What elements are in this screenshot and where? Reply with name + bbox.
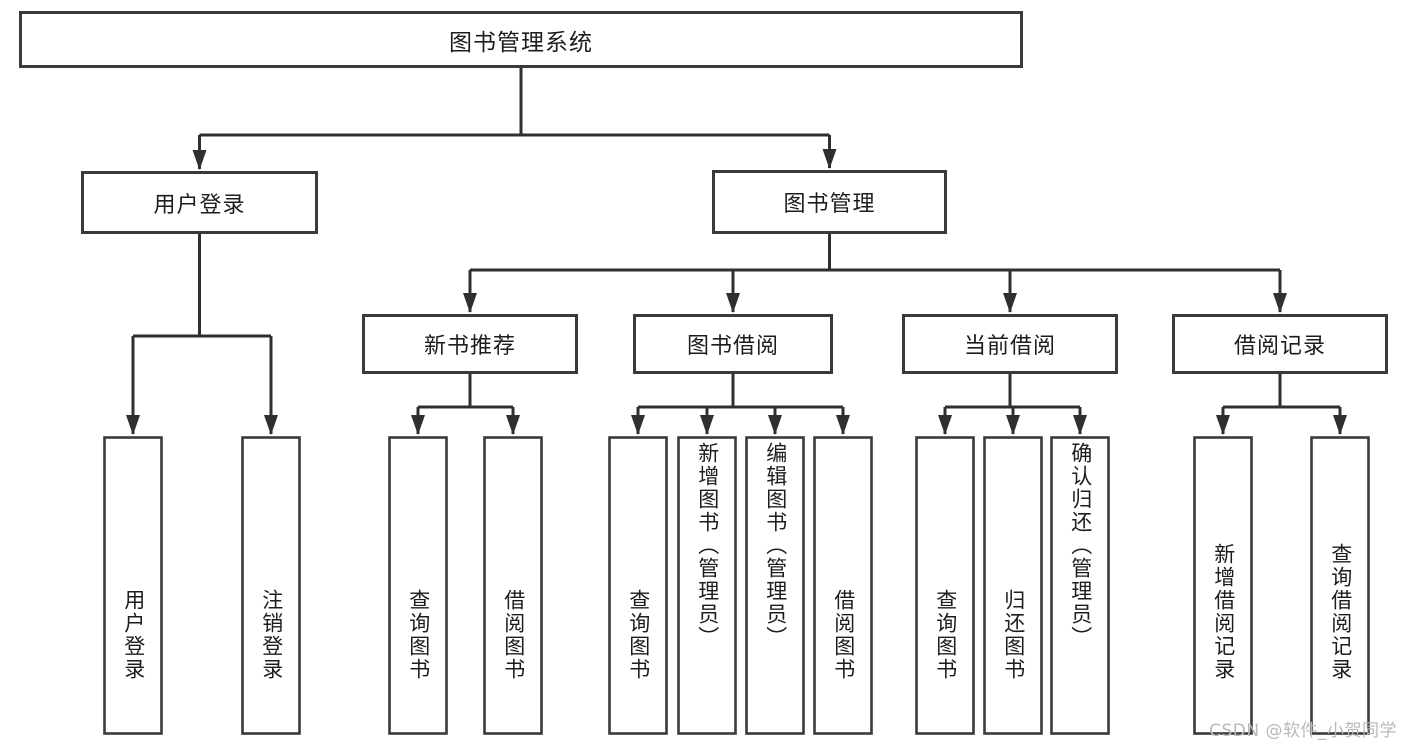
arrow-head-icon bbox=[506, 415, 520, 435]
leaf-node-box-11[interactable] bbox=[1193, 436, 1253, 735]
leaf-node-box-9[interactable] bbox=[983, 436, 1043, 735]
leaf-node-box-3[interactable] bbox=[483, 436, 543, 735]
level3-node-box-0[interactable] bbox=[362, 314, 578, 374]
leaf-node-box-1[interactable] bbox=[241, 436, 301, 735]
leaf-node-box-5[interactable] bbox=[677, 436, 737, 735]
arrow-head-icon bbox=[1333, 415, 1347, 435]
arrow-head-icon bbox=[1073, 415, 1087, 435]
arrow-head-icon bbox=[1273, 293, 1287, 313]
watermark-text: CSDN @软件_小贺同学 bbox=[1209, 721, 1397, 741]
leaf-node-box-12[interactable] bbox=[1310, 436, 1370, 735]
leaf-node-box-0[interactable] bbox=[103, 436, 163, 735]
arrow-head-icon bbox=[192, 150, 207, 170]
arrow-head-icon bbox=[700, 415, 714, 435]
arrow-head-icon bbox=[463, 293, 477, 313]
arrow-head-icon bbox=[1003, 293, 1017, 313]
arrow-head-icon bbox=[822, 149, 837, 169]
arrow-head-icon bbox=[938, 415, 952, 435]
leaf-node-box-6[interactable] bbox=[745, 436, 805, 735]
arrow-head-icon bbox=[126, 415, 140, 435]
leaf-node-box-4[interactable] bbox=[608, 436, 668, 735]
arrow-head-icon bbox=[631, 415, 645, 435]
arrow-head-icon bbox=[768, 415, 782, 435]
arrow-head-icon bbox=[264, 415, 278, 435]
leaf-node-box-7[interactable] bbox=[813, 436, 873, 735]
leaf-node-box-8[interactable] bbox=[915, 436, 975, 735]
arrow-head-icon bbox=[411, 415, 425, 435]
arrow-head-icon bbox=[836, 415, 850, 435]
level3-node-box-1[interactable] bbox=[633, 314, 833, 374]
level3-node-box-3[interactable] bbox=[1172, 314, 1388, 374]
leaf-node-box-10[interactable] bbox=[1050, 436, 1110, 735]
level3-node-box-2[interactable] bbox=[902, 314, 1118, 374]
root-node-box[interactable] bbox=[19, 11, 1023, 68]
level2-node-box-0[interactable] bbox=[81, 171, 318, 234]
arrow-head-icon bbox=[1216, 415, 1230, 435]
level2-node-box-1[interactable] bbox=[712, 170, 947, 234]
arrow-head-icon bbox=[726, 293, 740, 313]
arrow-head-icon bbox=[1006, 415, 1020, 435]
leaf-node-box-2[interactable] bbox=[388, 436, 448, 735]
